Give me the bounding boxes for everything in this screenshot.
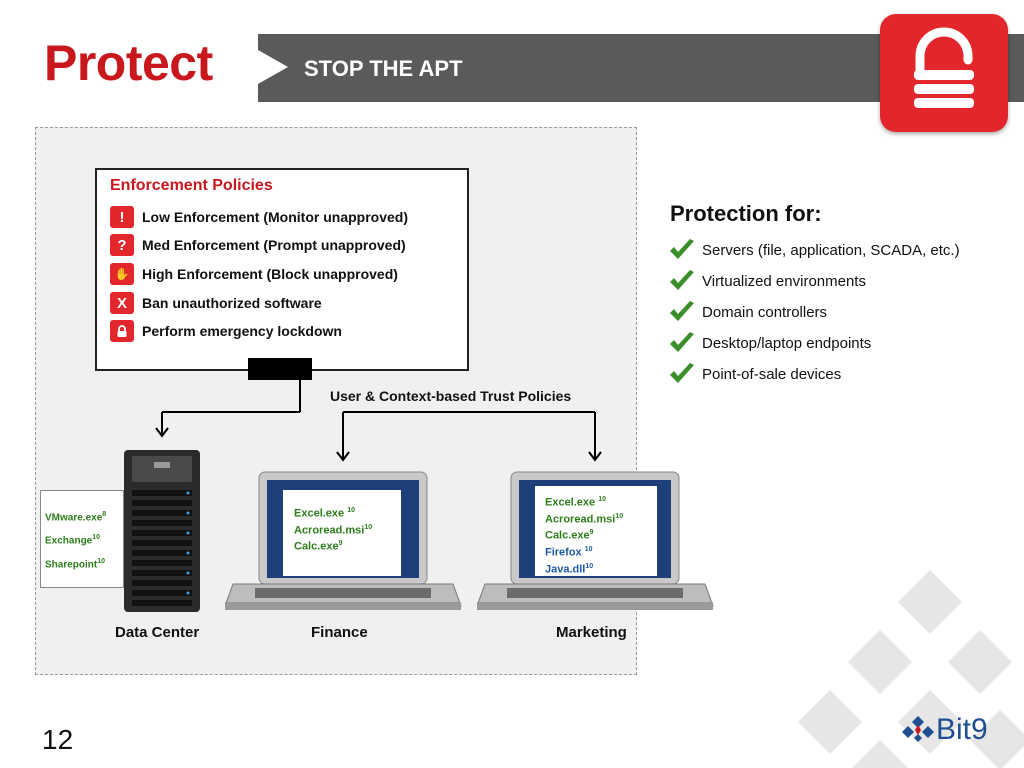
marketing-caption: Marketing — [556, 624, 627, 641]
checkmark-icon — [670, 301, 694, 321]
policy-item-high: ✋ High Enforcement (Block unapproved) — [110, 263, 398, 285]
enforcement-policies-title: Enforcement Policies — [110, 177, 273, 194]
finance-apps: Excel.exe 10 Acroread.msi10 Calc.exe9 — [294, 504, 372, 554]
app-entry: Excel.exe 10 — [294, 507, 356, 520]
datacenter-apps: VMware.exe8 Exchange10 Sharepoint10 — [45, 505, 106, 575]
marketing-apps: Excel.exe 10 Acroread.msi10 Calc.exe9 Fi… — [545, 493, 623, 576]
app-entry: VMware.exe8 — [45, 511, 107, 524]
server-tower-icon — [124, 450, 200, 617]
bit9-logo-mark-icon — [902, 716, 934, 742]
protection-item: Point-of-sale devices — [668, 361, 841, 387]
app-entry: Exchange10 — [45, 534, 101, 547]
protection-item-label: Servers (file, application, SCADA, etc.) — [702, 241, 960, 259]
checkmark-icon — [670, 270, 694, 290]
background-diamond-pattern — [798, 570, 1024, 768]
trust-policies-label: User & Context-based Trust Policies — [330, 388, 572, 404]
app-entry: Calc.exe9 — [294, 540, 343, 553]
policy-label: Low Enforcement (Monitor unapproved) — [142, 209, 408, 225]
policy-item-ban: X Ban unauthorized software — [110, 292, 322, 314]
protection-item-label: Virtualized environments — [702, 272, 866, 290]
app-entry: Calc.exe9 — [545, 529, 594, 542]
app-entry: Firefox 10 — [545, 545, 593, 559]
app-entry: Acroread.msi10 — [545, 512, 624, 526]
policy-label: High Enforcement (Block unapproved) — [142, 266, 398, 282]
hand-stop-icon: ✋ — [110, 263, 134, 285]
policy-item-lockdown: Perform emergency lockdown — [110, 320, 342, 342]
protection-item-label: Point-of-sale devices — [702, 365, 842, 383]
checkmark-icon — [670, 239, 694, 259]
protection-title: Protection for: — [670, 201, 822, 226]
protection-item: Servers (file, application, SCADA, etc.) — [668, 237, 960, 263]
x-icon: X — [110, 292, 134, 314]
slide-subtitle: STOP THE APT — [304, 56, 463, 81]
checkmark-icon — [670, 363, 694, 383]
policy-label: Med Enforcement (Prompt unapproved) — [142, 237, 406, 253]
policy-item-med: ? Med Enforcement (Prompt unapproved) — [110, 234, 406, 256]
protection-item: Virtualized environments — [668, 268, 866, 294]
marketing-screen — [535, 486, 657, 576]
datacenter-app-list — [40, 490, 124, 588]
exclamation-icon: ! — [110, 206, 134, 228]
finance-screen — [283, 490, 401, 576]
policy-label: Ban unauthorized software — [142, 295, 322, 311]
app-entry: Sharepoint10 — [45, 557, 106, 570]
protection-item: Desktop/laptop endpoints — [668, 330, 871, 356]
app-entry: Excel.exe 10 — [545, 496, 607, 509]
bit9-logo: Bit9 — [900, 713, 988, 747]
trust-policy-arrows — [155, 380, 602, 462]
finance-caption: Finance — [311, 624, 368, 641]
policy-connector-block — [248, 358, 312, 380]
bit9-logo-text: Bit9 — [936, 713, 988, 746]
checkmark-icon — [670, 332, 694, 352]
app-entry: Acroread.msi10 — [294, 523, 373, 537]
app-entry: Java.dll10 — [545, 562, 594, 576]
page-number: 12 — [42, 724, 74, 755]
protection-item-label: Domain controllers — [702, 303, 828, 321]
lock-tile — [880, 14, 1008, 132]
lock-icon — [914, 27, 974, 108]
protection-item: Domain controllers — [668, 299, 827, 325]
datacenter-caption: Data Center — [115, 624, 200, 641]
question-icon: ? — [110, 234, 134, 256]
policy-label: Perform emergency lockdown — [142, 323, 342, 339]
banner-arrow — [258, 50, 288, 84]
lock-icon — [110, 320, 134, 342]
protection-item-label: Desktop/laptop endpoints — [702, 334, 872, 352]
policy-item-low: ! Low Enforcement (Monitor unapproved) — [110, 206, 408, 228]
slide-title: Protect — [44, 35, 213, 91]
